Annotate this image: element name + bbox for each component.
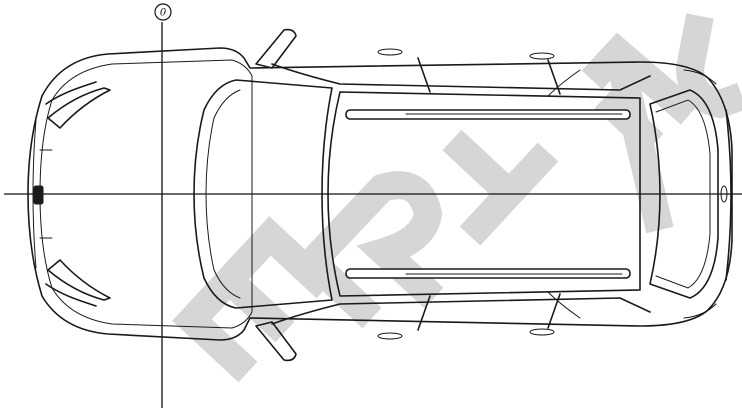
door-handle-top-1 xyxy=(377,48,403,56)
windshield-inner xyxy=(205,89,241,299)
body-outline xyxy=(27,47,733,341)
rear-light-top xyxy=(683,69,717,85)
rear-window xyxy=(649,89,719,299)
door-line-top-1 xyxy=(417,57,431,93)
front-grille-right xyxy=(45,283,97,307)
rear-window-inner xyxy=(655,99,711,289)
roof-panel xyxy=(327,91,641,297)
car-body xyxy=(27,28,733,362)
headlight-lower xyxy=(47,259,111,301)
front-emblem xyxy=(33,185,44,205)
reference-axes: 0 xyxy=(4,3,742,408)
door-line-bottom-1 xyxy=(417,295,431,331)
door-line-bottom-2 xyxy=(547,293,561,329)
pillar-bottom xyxy=(547,291,581,319)
mirror-bottom xyxy=(255,321,297,362)
door-handle-bottom-1 xyxy=(377,332,403,340)
mirror-top xyxy=(255,28,297,69)
pillar-top xyxy=(547,69,581,97)
front-grille-left xyxy=(45,81,97,105)
origin-label: 0 xyxy=(160,8,167,19)
side-window-bottom xyxy=(271,297,651,325)
rear-emblem xyxy=(720,185,728,203)
rear-bumper xyxy=(725,109,732,281)
door-handle-bottom-2 xyxy=(529,328,555,336)
door-handle-top-2 xyxy=(529,52,555,60)
origin-marker-circle xyxy=(154,3,172,21)
front-bumper-line xyxy=(32,119,37,269)
door-line-top-2 xyxy=(547,59,561,95)
rear-light-bottom xyxy=(683,303,717,319)
side-window-top xyxy=(271,63,651,91)
windshield xyxy=(193,79,333,309)
headlight-upper xyxy=(47,87,111,129)
